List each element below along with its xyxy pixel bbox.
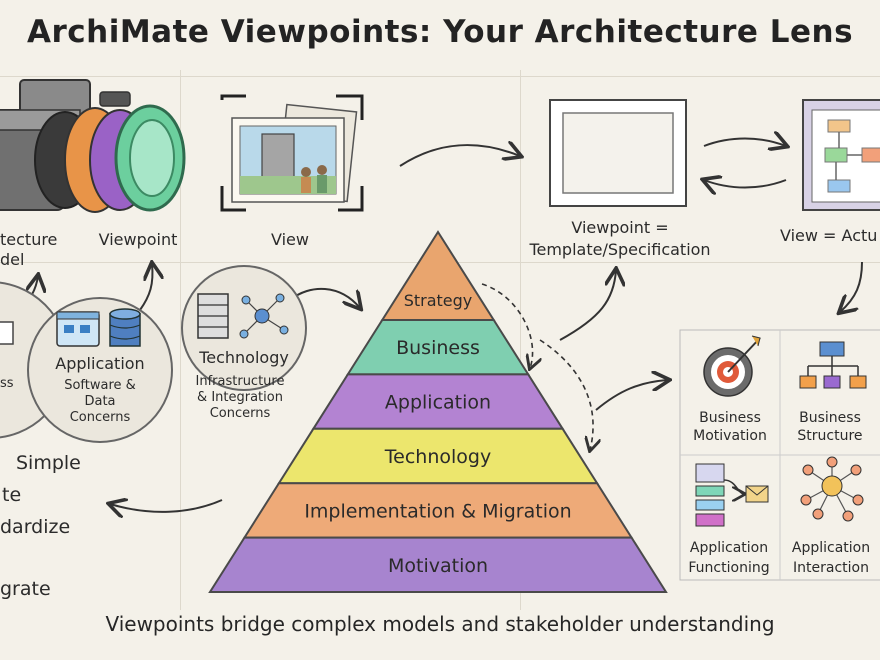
arrow <box>110 500 223 512</box>
application-window-icon <box>56 311 100 347</box>
pyramid-layer-label: Technology <box>384 446 491 468</box>
grid-line <box>180 70 181 610</box>
benefit-item: Simple <box>16 452 81 474</box>
viewpoint-type-line1: Business <box>799 410 861 426</box>
arrow <box>595 380 668 411</box>
grid-line <box>680 330 880 580</box>
pyramid-layer-label: Implementation & Migration <box>304 500 571 522</box>
grid-line <box>520 70 521 610</box>
technology-concern-desc-3: Concerns <box>209 406 271 421</box>
layer-pyramid: StrategyBusinessApplicationTechnologyImp… <box>208 230 668 593</box>
database-icon <box>109 308 141 347</box>
application-concern-title: Application <box>55 354 145 373</box>
org-chart-icon <box>799 341 867 389</box>
template-label-line2: Template/Specification <box>529 240 711 259</box>
pyramid-layer-label: Motivation <box>388 555 488 577</box>
app-flow-icon <box>695 463 769 527</box>
arrow <box>139 264 153 311</box>
pyramid-layer-label: Application <box>385 392 491 414</box>
grid-line <box>0 76 880 77</box>
template-frame-icon <box>549 99 687 207</box>
arrow <box>481 283 533 368</box>
pyramid-layer-label: Strategy <box>404 291 473 310</box>
benefit-item: dardize <box>0 516 71 538</box>
model-label-line2: del <box>0 250 25 269</box>
viewpoint-type-line2: Structure <box>797 428 863 444</box>
technology-concern-desc-1: Infrastructure <box>195 374 285 389</box>
arrow <box>399 145 520 167</box>
caption: Viewpoints bridge complex models and sta… <box>105 612 775 636</box>
partial-business-label: ss <box>0 376 14 391</box>
viewpoint-type-line1: Application <box>689 540 769 556</box>
technology-concern-title: Technology <box>199 348 289 367</box>
viewpoint-type-line1: Business <box>699 410 761 426</box>
network-icon <box>239 293 289 339</box>
pyramid-layer-label: Business <box>396 337 480 359</box>
camera-icon <box>0 79 186 213</box>
arrow <box>840 261 863 312</box>
target-icon <box>703 335 761 397</box>
application-concern-desc-3: Concerns <box>69 410 131 425</box>
viewpoint-type-line2: Motivation <box>693 428 767 444</box>
viewpoint-type-line2: Interaction <box>793 560 869 576</box>
application-concern-desc-2: Data <box>84 394 116 409</box>
technology-concern-desc-2: & Integration <box>197 390 283 405</box>
page-title: ArchiMate Viewpoints: Your Architecture … <box>26 14 854 50</box>
viewpoint-type-line2: Functioning <box>688 560 770 576</box>
viewpoint-label: Viewpoint <box>98 230 178 249</box>
arrow <box>703 139 786 147</box>
actual-view-frame-icon <box>802 99 880 211</box>
benefit-item: te <box>2 484 22 506</box>
viewpoint-type-line1: Application <box>791 540 871 556</box>
arrow <box>704 180 787 188</box>
view-photo-icon <box>220 94 364 212</box>
pyramid-layer <box>208 536 668 593</box>
actual-view-label: View = Actu <box>780 226 878 245</box>
benefit-item: grate <box>0 578 51 600</box>
interaction-network-icon <box>800 456 864 522</box>
arrow <box>559 270 616 341</box>
view-label: View <box>271 230 309 249</box>
partial-business-icon <box>0 321 14 345</box>
application-concern-desc-1: Software & <box>64 378 136 393</box>
server-rack-icon <box>197 293 229 339</box>
template-label-line1: Viewpoint = <box>571 218 669 237</box>
model-label-line1: tecture <box>0 230 58 249</box>
